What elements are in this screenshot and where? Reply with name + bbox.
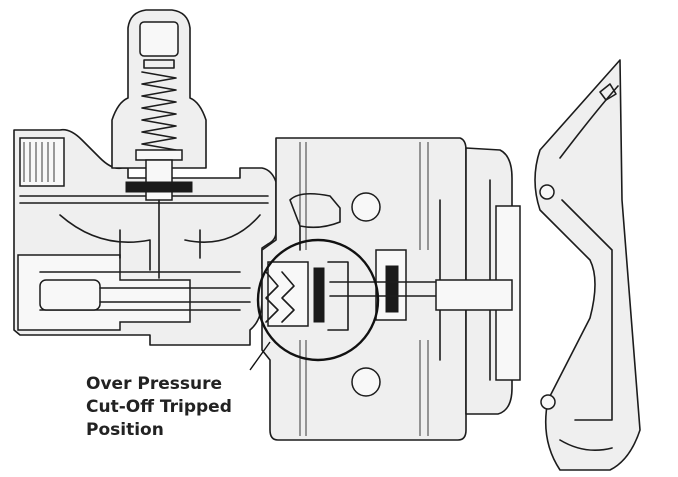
cutoff-mechanism xyxy=(265,261,349,331)
outlet-flange xyxy=(435,147,521,415)
upper-bolt xyxy=(351,192,381,222)
lever-arm xyxy=(534,59,641,471)
lever-upper-pin xyxy=(539,184,555,200)
cutoff-disc xyxy=(313,267,325,323)
highlight-circle xyxy=(256,238,380,362)
spring-bonnet xyxy=(111,9,207,279)
callout-line-2: Cut-Off Tripped xyxy=(86,397,232,417)
bonnet-cap xyxy=(139,21,179,57)
regulator-spring xyxy=(141,71,177,151)
regulator-body xyxy=(13,128,277,346)
callout-leader xyxy=(249,341,271,371)
lower-bolt xyxy=(351,367,381,397)
callout-label: Over Pressure Cut-Off Tripped Position xyxy=(86,373,296,442)
lever-lower-pin xyxy=(540,394,556,410)
callout-line-1: Over Pressure xyxy=(86,374,222,394)
main-valve-disc xyxy=(385,265,399,313)
valve-body xyxy=(261,137,467,441)
cutoff-plunger xyxy=(39,279,101,311)
callout-line-3: Position xyxy=(86,420,164,440)
diaphragm xyxy=(19,195,269,204)
cutoff-spring xyxy=(265,271,295,323)
